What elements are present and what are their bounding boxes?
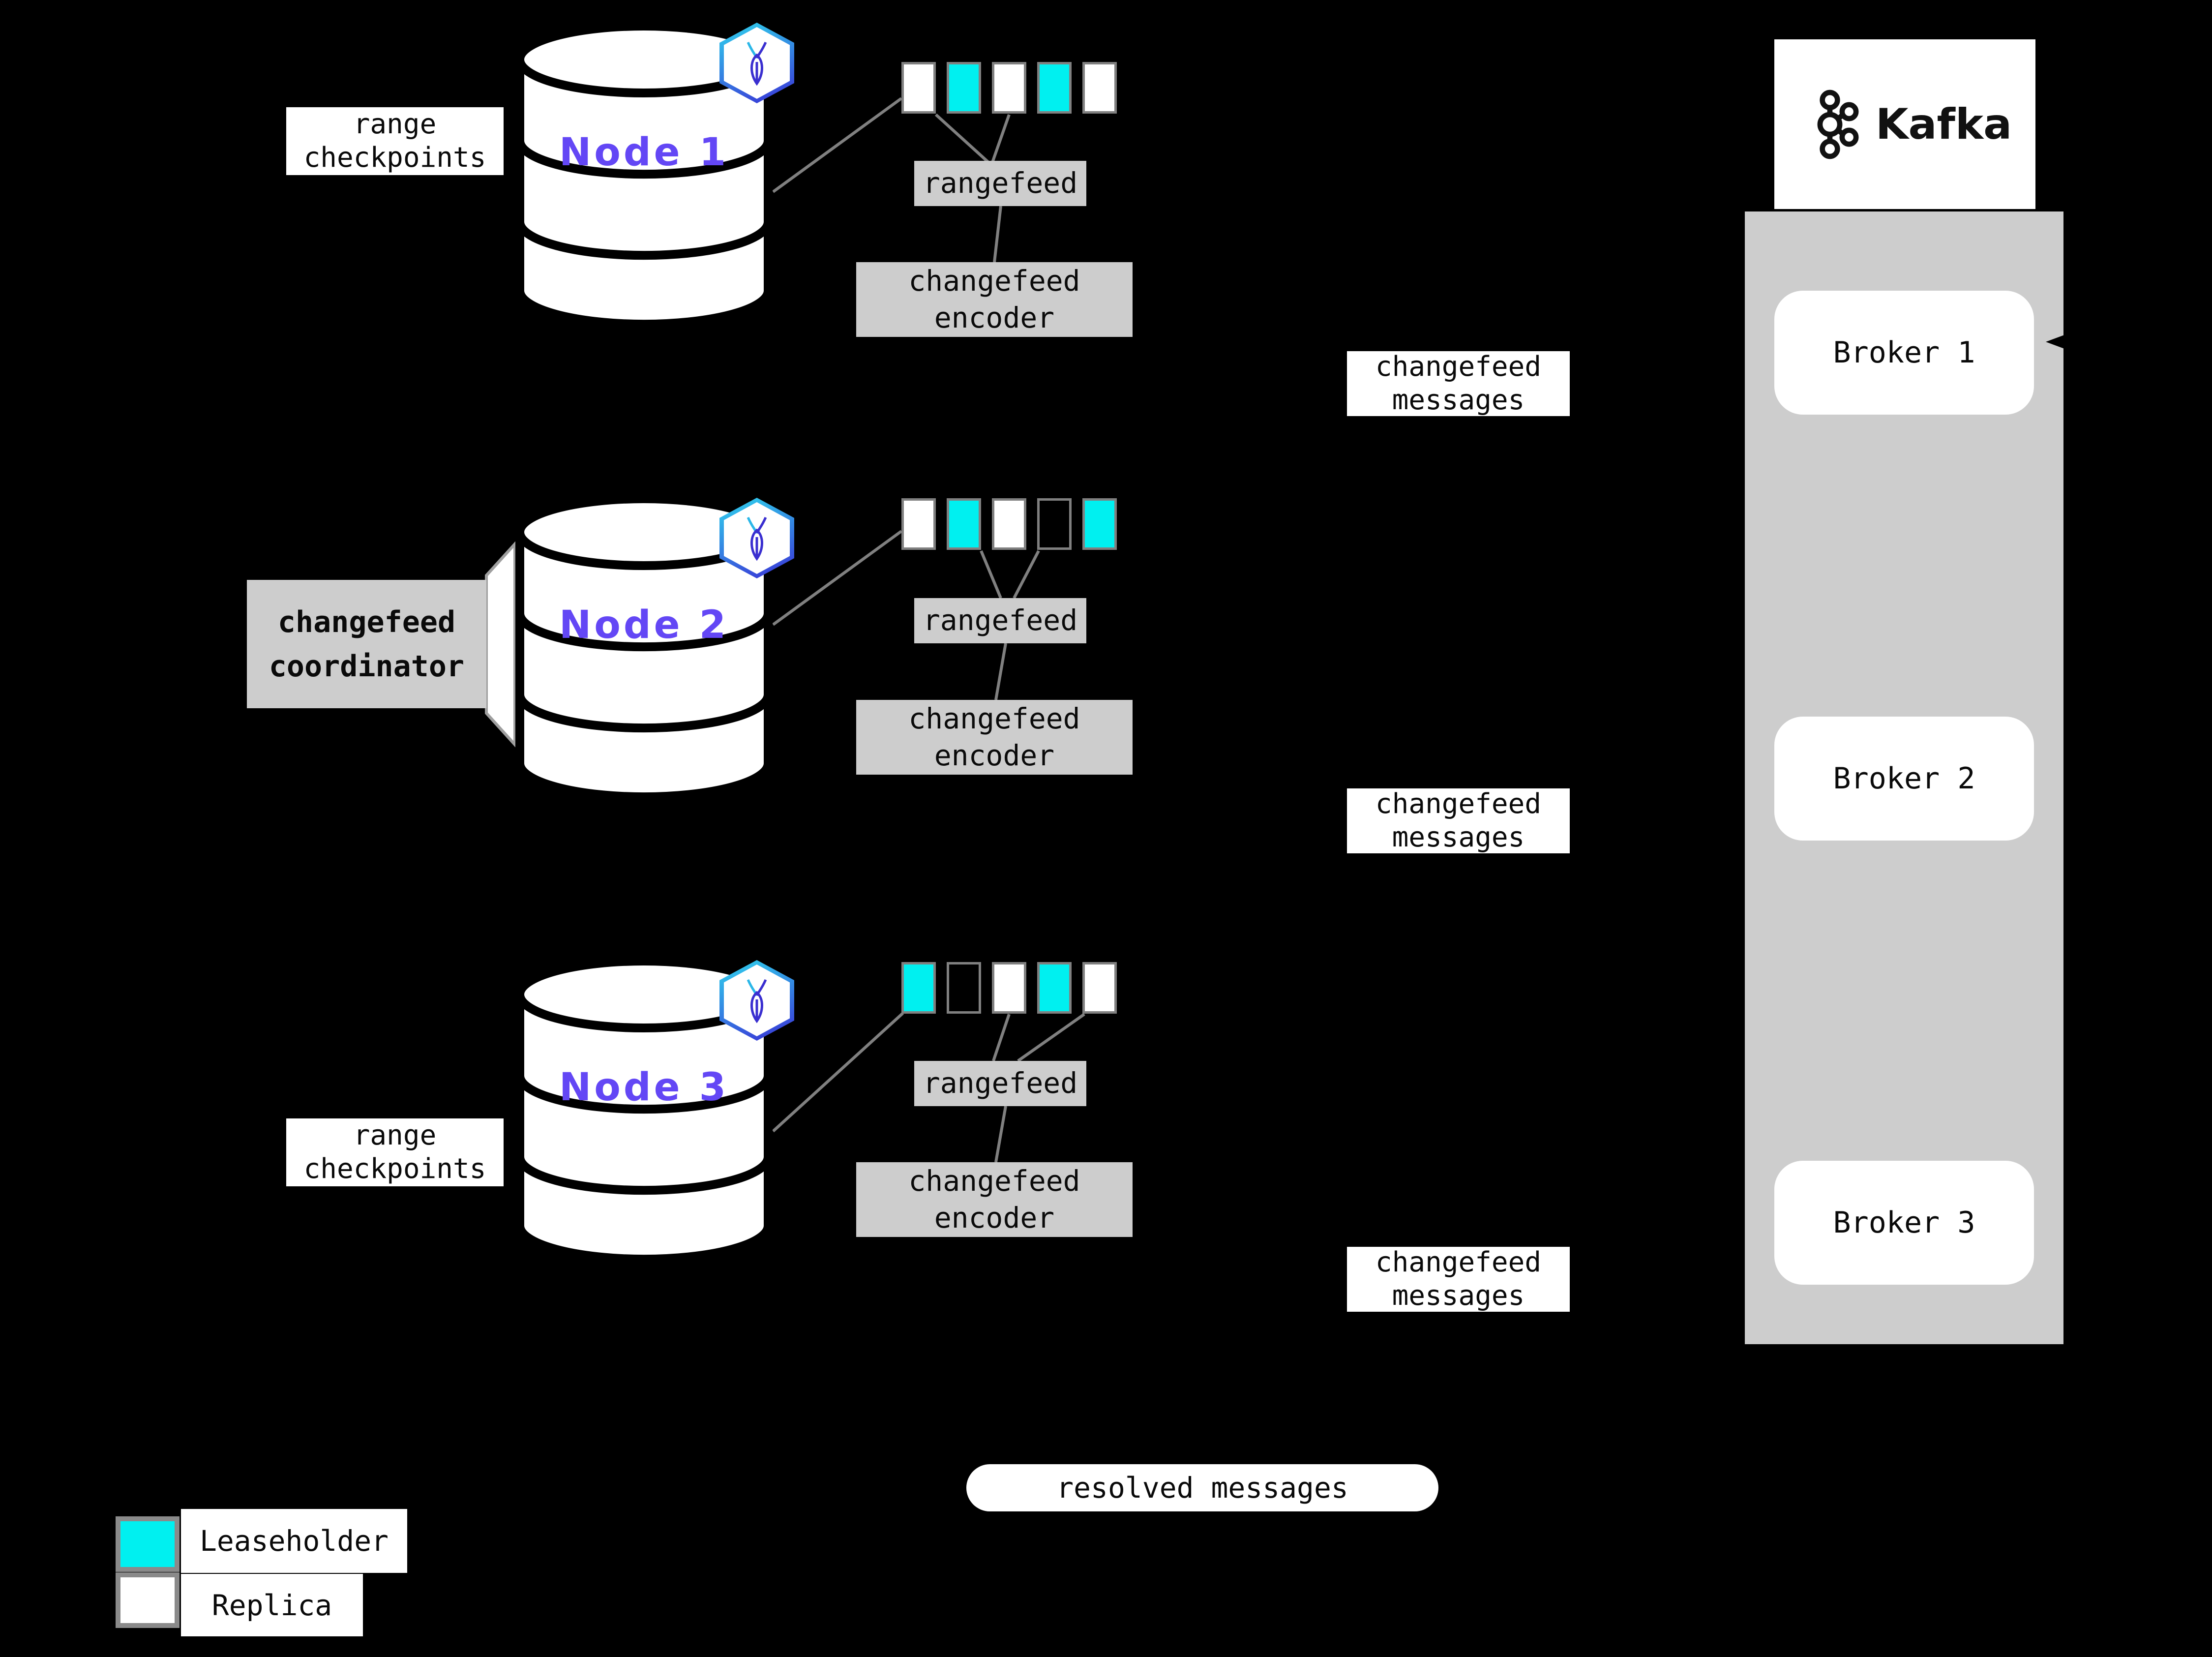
- range-checkpoints-label-top: range checkpoints: [286, 107, 504, 175]
- cockroachdb-icon-inner: [724, 502, 790, 574]
- node1-label: Node 1: [559, 130, 729, 175]
- node2-range-blocks: [901, 498, 1117, 550]
- node1-range-blocks: [901, 62, 1117, 114]
- changefeed-messages-label-1: changefeed messages: [1347, 351, 1570, 416]
- legend-swatch-leaseholder: [116, 1516, 179, 1572]
- kafka-logo-icon: [1817, 90, 1859, 159]
- node2-label: Node 2: [559, 603, 729, 647]
- range-block-leaseholder: [1037, 962, 1072, 1014]
- node3-database-cylinder: [515, 956, 773, 1264]
- range-block-leaseholder: [901, 962, 936, 1014]
- changefeed-messages-label-2: changefeed messages: [1347, 788, 1570, 853]
- range-checkpoints-label-bottom: range checkpoints: [286, 1118, 504, 1186]
- node2-changefeed-encoder-box: changefeed encoder: [856, 700, 1133, 775]
- node3-rangefeed-box: rangefeed: [914, 1061, 1086, 1106]
- coordinator-pointer-panel: [485, 540, 516, 749]
- node1-connectors: [772, 97, 1011, 263]
- legend-label-leaseholder: Leaseholder: [181, 1509, 407, 1573]
- node1-database-cylinder: [515, 21, 773, 329]
- range-block-replica: [1082, 62, 1117, 114]
- range-block-empty: [1037, 498, 1072, 550]
- changefeed-messages-label-3: changefeed messages: [1347, 1246, 1570, 1312]
- cockroachdb-icon: [719, 23, 794, 103]
- cockroachdb-icon-inner: [724, 964, 790, 1036]
- kafka-logo-box: Kafka: [1774, 39, 2035, 209]
- range-block-replica: [901, 62, 936, 114]
- cockroachdb-icon: [719, 498, 794, 578]
- range-block-leaseholder: [947, 62, 981, 114]
- range-block-leaseholder: [947, 498, 981, 550]
- node2-connectors: [772, 530, 1040, 700]
- range-block-leaseholder: [1082, 498, 1117, 550]
- cockroachdb-icon-inner: [724, 27, 790, 99]
- node2-rangefeed-box: rangefeed: [914, 598, 1086, 643]
- resolved-messages-pill: resolved messages: [966, 1464, 1438, 1511]
- range-block-replica: [992, 962, 1026, 1014]
- node3-label: Node 3: [559, 1065, 729, 1110]
- changefeed-coordinator-box: changefeed coordinator: [247, 580, 486, 708]
- range-block-replica: [992, 62, 1026, 114]
- range-block-empty: [947, 962, 981, 1014]
- legend-label-replica: Replica: [181, 1574, 363, 1636]
- broker-1: Broker 1: [1774, 291, 2034, 415]
- range-block-replica: [901, 498, 936, 550]
- node3-range-blocks: [901, 962, 1117, 1014]
- node2-database-cylinder: [515, 494, 773, 802]
- broker-2: Broker 2: [1774, 717, 2034, 841]
- range-block-replica: [1082, 962, 1117, 1014]
- broker-3: Broker 3: [1774, 1161, 2034, 1285]
- node3-changefeed-encoder-box: changefeed encoder: [856, 1162, 1133, 1237]
- message-arrowhead: [2046, 333, 2068, 350]
- node1-changefeed-encoder-box: changefeed encoder: [856, 262, 1133, 337]
- legend-swatch-replica: [116, 1572, 179, 1628]
- node3-connectors: [772, 1012, 1085, 1163]
- range-block-replica: [992, 498, 1026, 550]
- kafka-title: Kafka: [1875, 99, 2012, 149]
- range-block-leaseholder: [1037, 62, 1072, 114]
- node1-rangefeed-box: rangefeed: [914, 161, 1086, 206]
